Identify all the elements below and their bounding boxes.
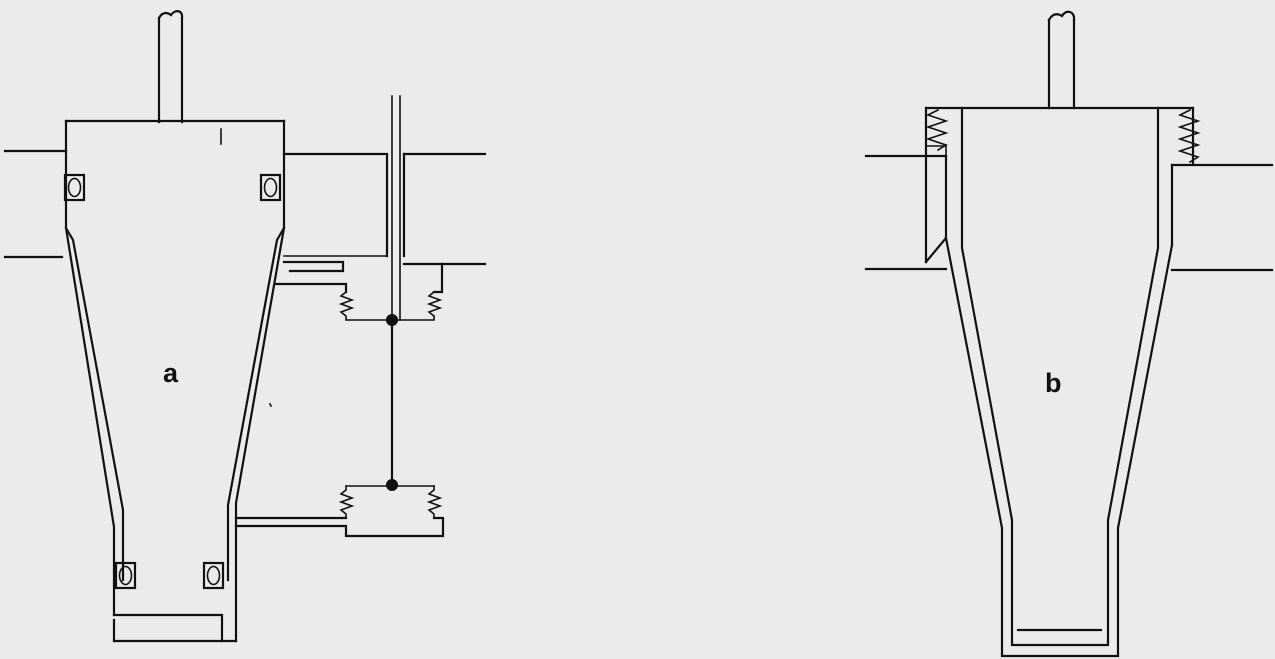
stray-mark-a (268, 402, 273, 408)
panel-b: b (864, 10, 1274, 658)
o-rings-a (63, 173, 282, 590)
left-housing-b (864, 106, 949, 271)
shaft-b (1047, 10, 1076, 110)
panel-a-label: a (163, 358, 179, 388)
lower-spring-linkage-a (234, 485, 445, 538)
right-housing-a (282, 152, 487, 273)
panel-b-label: b (1045, 368, 1062, 398)
rod-a (386, 95, 401, 491)
inner-cone-wall-a (64, 226, 286, 582)
upper-spring-linkage-a (274, 262, 444, 321)
cone-wall-b (944, 106, 1174, 658)
panel-a: a (3, 10, 487, 643)
left-housing-a (3, 149, 68, 259)
shaft-a (157, 10, 184, 124)
right-housing-b (1170, 106, 1274, 272)
